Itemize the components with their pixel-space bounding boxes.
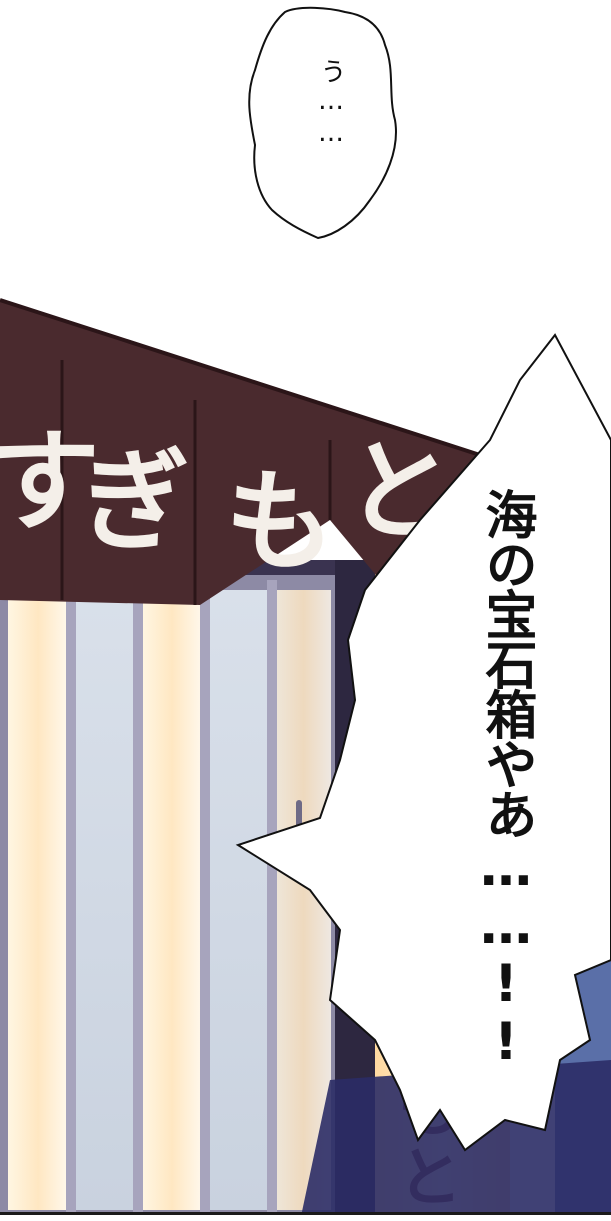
noren-glyph-1: す (0, 417, 100, 546)
shout-bubble-text: 海の宝石箱やあ……!! (476, 488, 536, 1070)
thought-bubble (248, 6, 397, 240)
thought-bubble-text: う…… (316, 58, 346, 150)
panel-bottom-border (0, 1212, 611, 1221)
noren-glyph-3: も (225, 457, 335, 586)
noren-curtain: す ぎ も と (0, 298, 520, 605)
noren-glyph-2: ぎ (80, 437, 190, 566)
shout-bubble (235, 333, 611, 1152)
